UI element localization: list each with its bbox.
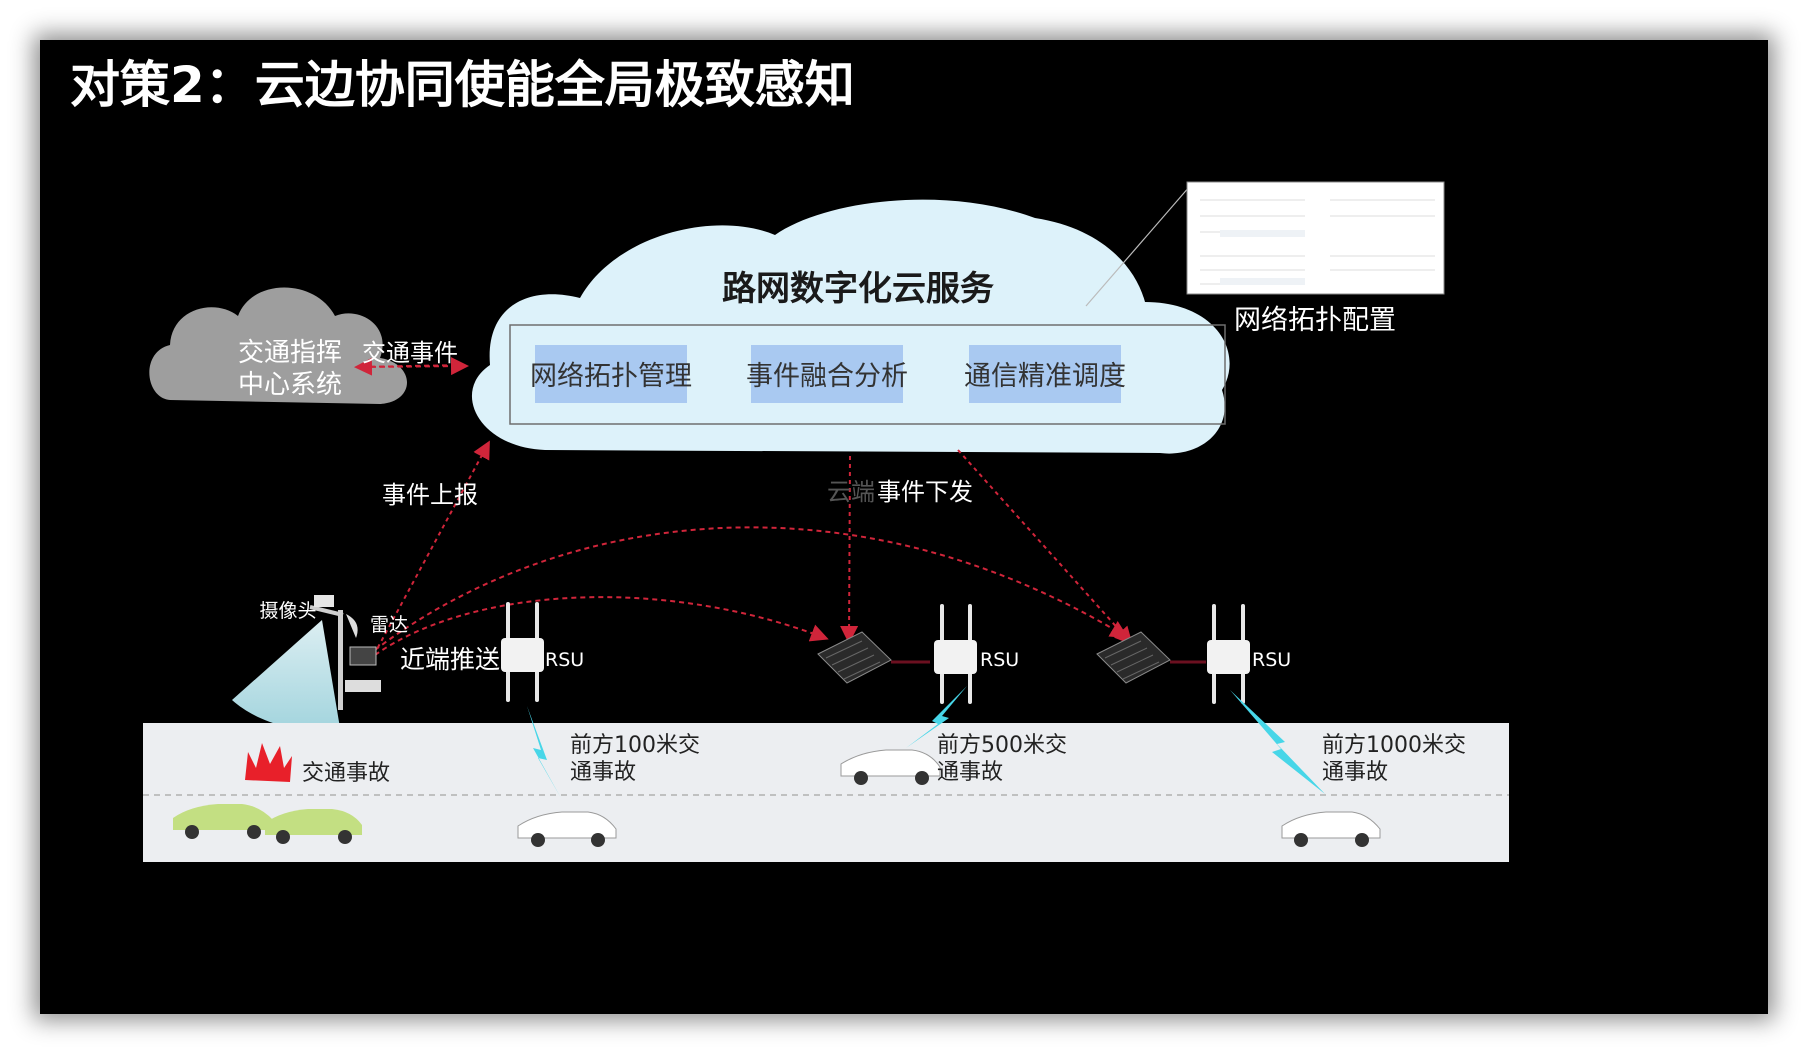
switch-icon	[345, 680, 381, 692]
rsu-label-2: RSU	[980, 649, 1019, 671]
rsu-unit-1: RSU	[501, 602, 584, 702]
radar-label: 雷达	[370, 614, 408, 636]
accident-label: 交通事故	[302, 761, 390, 786]
sensor-pole: 摄像头 雷达	[232, 595, 408, 731]
rsu-label-1: RSU	[545, 649, 584, 671]
edge-box-icon	[349, 646, 377, 666]
lightning-icon-2	[906, 686, 967, 748]
edge-gateway-2	[1096, 631, 1206, 684]
command-center-cloud: 交通指挥 中心系统	[149, 287, 407, 404]
topology-diagram: 对策2：云边协同使能全局极致感知 交通指挥 中心系统 路网数字化云服务 网络拓扑…	[70, 56, 1509, 862]
event-dispatch-label: 事件下发	[877, 478, 973, 506]
cloud-title: 路网数字化云服务	[722, 269, 994, 309]
rsu-unit-3: RSU	[1207, 604, 1291, 704]
topology-config-panel: 网络拓扑配置	[1085, 181, 1445, 336]
crashed-car-1	[173, 804, 273, 839]
road: 交通事故 前方100米交 通事故 前方500米交 通事故	[143, 686, 1509, 862]
near-push-arc-2	[374, 526, 1129, 651]
dispatch-arrow-2	[957, 449, 1133, 645]
warning-500-line1: 前方500米交	[937, 733, 1067, 758]
slide-title: 对策2：云边协同使能全局极致感知	[70, 56, 855, 114]
lightning-icon-3	[1230, 690, 1325, 794]
module-scheduling-label: 通信精准调度	[964, 361, 1126, 392]
warning-100-line2: 通事故	[570, 760, 636, 785]
rsu-unit-2: RSU	[934, 604, 1019, 704]
warning-1000-line2: 通事故	[1322, 760, 1388, 785]
warning-100-line1: 前方100米交	[570, 733, 700, 758]
lightning-icon-1	[527, 706, 561, 798]
edge-gateway-1	[817, 631, 930, 684]
cloud-module-frame	[509, 324, 1226, 425]
near-push-arc-1	[374, 596, 829, 656]
topology-config-caption: 网络拓扑配置	[1234, 305, 1396, 336]
module-scheduling-bg	[969, 345, 1121, 403]
camera-icon	[314, 595, 334, 607]
arrow-to-cloud	[361, 357, 469, 376]
event-report-arrow	[369, 440, 490, 663]
module-topology-bg	[535, 345, 687, 403]
rsu-label-3: RSU	[1252, 649, 1291, 671]
warning-1000-line1: 前方1000米交	[1322, 733, 1466, 758]
module-topology-label: 网络拓扑管理	[530, 361, 692, 392]
car-2	[840, 749, 941, 785]
slide-canvas: 对策2：云边协同使能全局极致感知 交通指挥 中心系统 路网数字化云服务 网络拓扑…	[40, 40, 1768, 1014]
radar-icon	[346, 614, 358, 638]
event-report-label: 事件上报	[382, 481, 478, 509]
camera-label: 摄像头	[259, 600, 316, 622]
crash-burst-icon	[245, 743, 292, 782]
crashed-car-2	[265, 809, 362, 844]
cloud-service: 路网数字化云服务 网络拓扑管理 事件融合分析 通信精准调度	[471, 199, 1230, 454]
module-fusion-label: 事件融合分析	[746, 361, 908, 392]
event-dispatch-prefix: 云端	[827, 478, 875, 506]
camera-beam	[232, 620, 340, 731]
command-center-label-1: 交通指挥	[238, 338, 342, 368]
command-center-label-2: 中心系统	[238, 370, 342, 400]
warning-500-line2: 通事故	[937, 760, 1003, 785]
traffic-event-label: 交通事件	[362, 339, 458, 367]
dispatch-arrow-1	[840, 455, 859, 644]
near-push-label: 近端推送	[400, 645, 500, 674]
car-3	[1281, 811, 1381, 847]
module-fusion-bg	[751, 345, 903, 403]
car-1	[517, 811, 617, 847]
